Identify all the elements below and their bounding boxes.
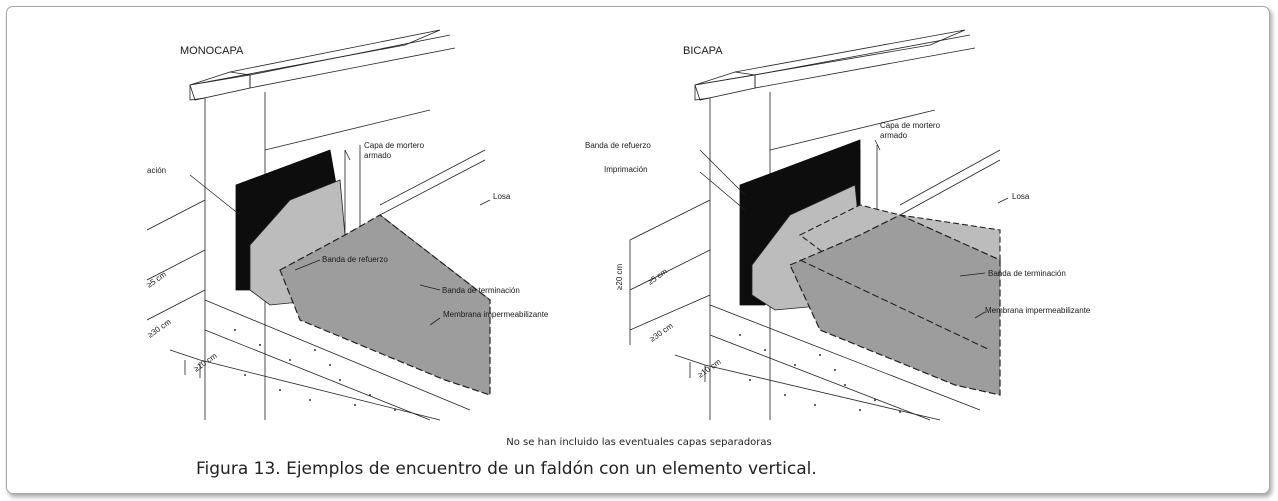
bicapa-drawing [629, 29, 1009, 421]
note-text: No se han incluido las eventuales capas … [506, 437, 772, 448]
bicapa-label-banda-refuerzo: Banda de refuerzo [585, 141, 651, 150]
figure-caption: Figura 13. Ejemplos de encuentro de un f… [196, 459, 817, 479]
bicapa-label-capa-mortero-1: Capa de mortero [880, 121, 941, 130]
bicapa-coping-top [694, 29, 966, 86]
bicapa-dim-30: ≥30 cm [648, 321, 675, 344]
monocapa-label-imprimacion: ación [147, 166, 166, 175]
monocapa-label-banda-terminacion: Banda de terminación [442, 286, 520, 295]
monocapa-label-capa-mortero-1: Capa de mortero [364, 141, 425, 150]
monocapa-label-capa-mortero-2: armado [364, 151, 392, 160]
bicapa-label-losa: Losa [1012, 192, 1030, 201]
monocapa-drawing [147, 29, 491, 421]
bicapa-title: BICAPA [683, 45, 723, 57]
monocapa-dim-10: ≥10 cm [192, 351, 219, 374]
bicapa-label-membrana: Membrana impermeabilizante [985, 306, 1091, 315]
bicapa-label-capa-mortero-2: armado [880, 131, 908, 140]
bicapa-label-imprimacion: Imprimación [604, 165, 648, 174]
bicapa-dim-5: ≥5 cm [646, 267, 669, 287]
bicapa-dim-20: ≥20 cm [615, 263, 624, 290]
bicapa-label-banda-terminacion: Banda de terminación [988, 269, 1066, 278]
monocapa-dim-30: ≥30 cm [146, 317, 173, 340]
monocapa-label-membrana: Membrana impermeabilizante [443, 310, 549, 319]
monocapa-title: MONOCAPA [180, 45, 244, 57]
monocapa-label-banda-refuerzo: Banda de refuerzo [322, 255, 388, 264]
monocapa-label-losa: Losa [493, 192, 511, 201]
monocapa-dim-5: ≥5 cm [145, 270, 168, 290]
monocapa-membrana [279, 214, 491, 396]
coping-top [189, 29, 441, 86]
